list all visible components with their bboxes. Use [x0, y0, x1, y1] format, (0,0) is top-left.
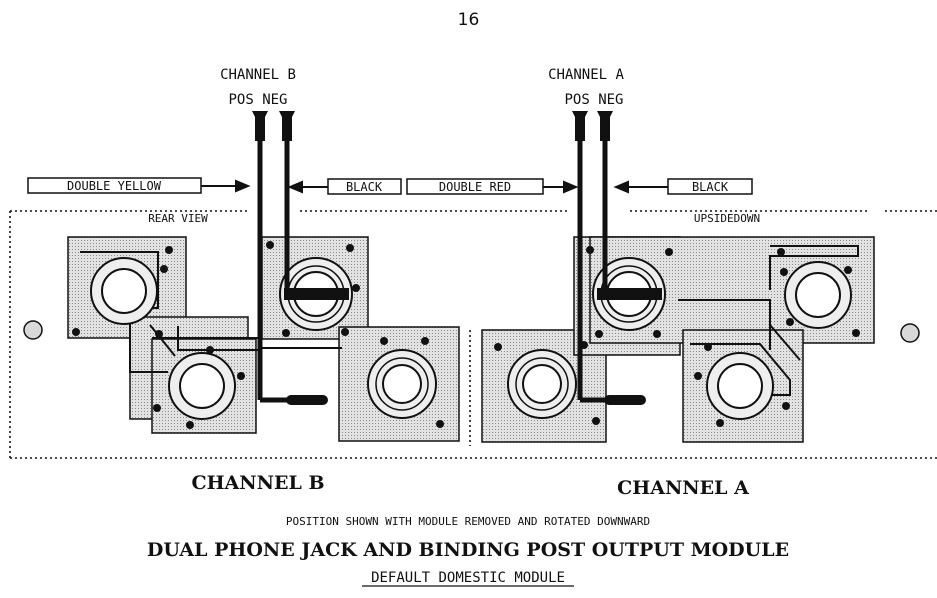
wires-channel-b: [252, 111, 328, 405]
label-arrows: [201, 179, 668, 194]
label-black-a: BLACK: [667, 178, 753, 195]
channel-a-pos-neg: POS NEG: [564, 92, 623, 108]
module-outline: [9, 210, 937, 459]
mount-hole-left: [23, 320, 43, 340]
label-double-yellow-text: DOUBLE YELLOW: [67, 179, 162, 193]
upsidedown-label: UPSIDEDOWN: [694, 212, 760, 225]
label-black-b-text: BLACK: [346, 180, 383, 194]
mount-hole-right: [900, 323, 920, 343]
rear-view-label: REAR VIEW: [148, 212, 208, 225]
jack-b-right: [367, 349, 437, 419]
jack-a-left: [507, 349, 577, 419]
label-black-a-text: BLACK: [692, 180, 729, 194]
wires-channel-a: [572, 111, 646, 405]
channel-b-pos-neg: POS NEG: [228, 92, 287, 108]
diagram-subtitle: DEFAULT DOMESTIC MODULE: [371, 570, 565, 586]
label-black-b: BLACK: [327, 178, 402, 195]
position-note: POSITION SHOWN WITH MODULE REMOVED AND R…: [286, 515, 650, 528]
channel-a-caption: CHANNEL A: [617, 477, 749, 499]
jack-a-upper-right: [784, 261, 852, 329]
channel-b-header: CHANNEL B: [220, 67, 296, 83]
label-double-red: DOUBLE RED: [406, 178, 544, 195]
jack-b-lower: [168, 352, 236, 420]
diagram-title: DUAL PHONE JACK AND BINDING POST OUTPUT …: [147, 539, 789, 561]
channel-b-caption: CHANNEL B: [191, 472, 324, 494]
page-number: 16: [457, 10, 480, 30]
label-double-red-text: DOUBLE RED: [439, 180, 511, 194]
channel-a-header: CHANNEL A: [548, 67, 624, 83]
binding-post-b: [279, 257, 353, 331]
binding-post-a: [592, 257, 666, 331]
board-channel-b: [67, 236, 460, 442]
board-channel-a: [481, 236, 875, 443]
label-double-yellow: DOUBLE YELLOW: [27, 177, 202, 194]
jack-b-upper-left: [90, 257, 158, 325]
jack-a-lower: [706, 352, 774, 420]
